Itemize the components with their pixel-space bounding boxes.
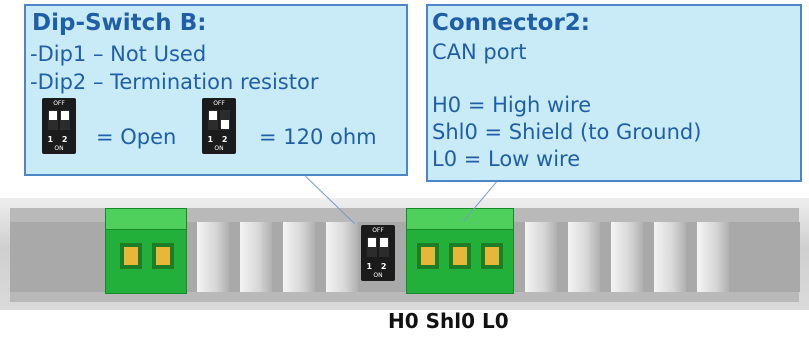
dip-switch-b-device: OFF 1 2 ON <box>361 225 395 281</box>
dip-switch-open-icon: OFF 1 2 ON <box>42 98 76 154</box>
dip2-description: -Dip2 – Termination resistor <box>30 70 319 94</box>
terminal-pin <box>152 243 174 269</box>
connector2-callout: Connector2: CAN port H0 = High wire Shl0… <box>426 4 802 182</box>
cooling-fin <box>697 222 729 292</box>
connector2-subtitle: CAN port <box>432 40 527 64</box>
dip-on-label: ON <box>373 272 383 279</box>
open-state-label: = Open <box>96 125 177 149</box>
connector2-title: Connector2: <box>432 10 591 36</box>
ohm-state-label: = 120 ohm <box>259 125 377 149</box>
dip1-description: -Dip1 – Not Used <box>30 42 207 66</box>
terminal-pin-l0 <box>481 243 503 269</box>
dip-off-label: OFF <box>372 227 384 234</box>
connector1-terminal <box>105 208 187 294</box>
cooling-fin <box>197 222 229 292</box>
dip-off-label: OFF <box>53 100 65 107</box>
dip-numbers: 1 2 <box>207 135 231 144</box>
cooling-fin <box>654 222 686 292</box>
dip-numbers: 1 2 <box>366 262 390 271</box>
cooling-fin <box>568 222 600 292</box>
terminal-pin <box>120 243 142 269</box>
terminal-pin-shl0 <box>449 243 471 269</box>
terminal-pin-h0 <box>417 243 439 269</box>
cooling-fin <box>240 222 272 292</box>
dip-on-label: ON <box>54 145 64 152</box>
cooling-fin <box>326 222 358 292</box>
dip-numbers: 1 2 <box>47 135 71 144</box>
l0-description: L0 = Low wire <box>432 147 581 171</box>
connector2-terminal <box>406 208 514 294</box>
cooling-fin <box>283 222 315 292</box>
cooling-fin <box>525 222 557 292</box>
dip-switch-b-callout: Dip-Switch B: -Dip1 – Not Used -Dip2 – T… <box>24 4 408 176</box>
dip-on-label: ON <box>214 145 224 152</box>
dip-off-label: OFF <box>213 100 225 107</box>
h0-description: H0 = High wire <box>432 93 592 117</box>
shl0-description: Shl0 = Shield (to Ground) <box>432 120 702 144</box>
dip-switch-120ohm-icon: OFF 1 2 ON <box>202 98 236 154</box>
terminal-labels: H0 Shl0 L0 <box>388 309 509 333</box>
dip-switch-b-title: Dip-Switch B: <box>32 10 207 36</box>
cooling-fin <box>611 222 643 292</box>
